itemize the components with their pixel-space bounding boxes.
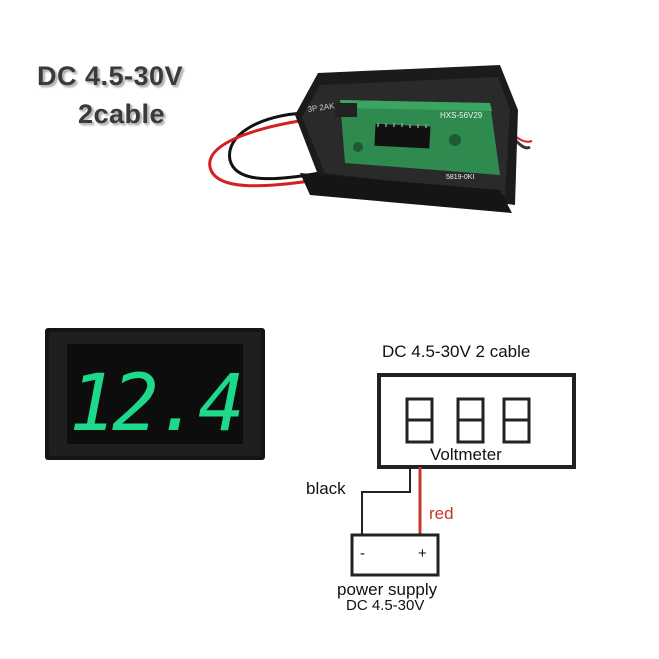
wiring-diagram [350,373,576,577]
headline-line2: 2cable [78,99,166,129]
display-front-photo: 12.4 [45,328,265,460]
power-supply-range: DC 4.5-30V [346,597,425,614]
pcb-chip [374,123,431,149]
headline-line1: DC 4.5-30V [37,61,184,91]
diagram-title: DC 4.5-30V 2 cable [382,342,531,361]
display-reading: 12.4 [69,359,241,449]
power-supply-box [350,533,440,577]
red-wire [208,117,326,188]
minus-terminal-label: - [360,545,365,562]
display-window [67,344,243,444]
black-wire-label: black [306,479,346,498]
module-back-photo: 3P 2AK HXS-56V29 5819-0KI [208,65,533,213]
voltmeter-box [377,373,576,469]
power-supply-label: power supply [337,580,438,599]
black-wire [228,111,321,181]
black-wire-line [361,467,411,535]
red-wire-label: red [429,504,454,523]
pcb-label-left: 3P 2AK [307,101,336,114]
pcb-label-bottom: 5819-0KI [446,174,474,181]
pcb-label-right: HXS-56V29 [440,111,483,120]
voltmeter-label: Voltmeter [430,445,502,464]
plus-terminal-label: + [418,545,427,562]
voltmeter-digits [405,397,531,444]
